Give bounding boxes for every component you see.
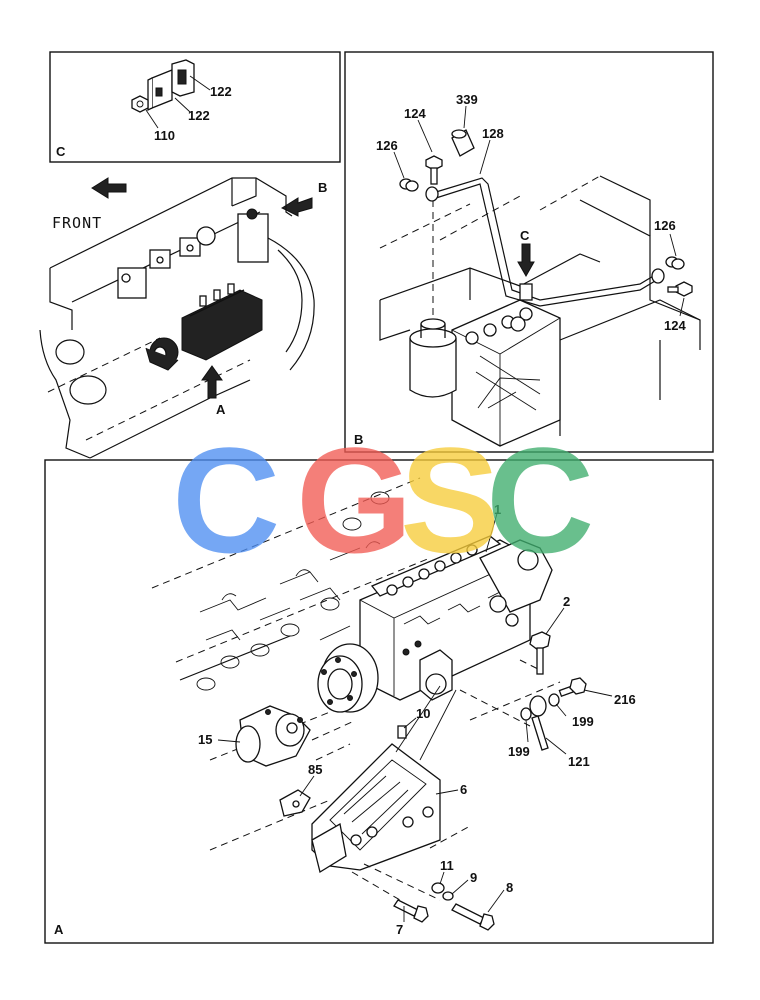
bolt-124-right: [667, 281, 693, 297]
label-8: 8: [506, 880, 513, 895]
pin-10: [397, 725, 407, 739]
label-199-right: 199: [572, 714, 594, 729]
pipe-128: [435, 177, 661, 301]
label-10: 10: [416, 706, 430, 721]
washer-126-left: [399, 178, 419, 192]
clamp-122: [147, 59, 195, 112]
front-text: FRONT: [52, 214, 102, 232]
panel-c: 122 122 110 C: [49, 51, 341, 163]
pump-body-b: [451, 299, 561, 447]
washer-199-left: [520, 707, 532, 721]
panel-c-frame: [49, 51, 341, 163]
watermark: C G S C: [172, 416, 594, 584]
label-15: 15: [198, 732, 212, 747]
watermark-letter-c1: C: [172, 416, 280, 584]
label-122-a: 122: [210, 84, 232, 99]
panel-b: C 339 124: [344, 51, 714, 453]
bolt-216: [558, 677, 587, 698]
coupling-15: [235, 705, 311, 767]
bolt-7: [393, 899, 429, 923]
bolt-2: [529, 631, 551, 675]
cam-cover: [117, 208, 269, 299]
injection-pump-small: [145, 283, 263, 371]
arrow-b-icon: [280, 197, 313, 217]
label-121: 121: [568, 754, 590, 769]
fuel-filter: [409, 318, 457, 398]
label-110: 110: [154, 128, 175, 143]
bolt-8: [451, 903, 495, 931]
plate-85: [279, 789, 311, 817]
washer-9: [442, 891, 454, 901]
label-126-left: 126: [376, 138, 398, 153]
label-126-right: 126: [654, 218, 676, 233]
label-199-left: 199: [508, 744, 530, 759]
bolt-124-top: [425, 155, 443, 185]
label-1: 1: [494, 502, 501, 517]
label-339: 339: [456, 92, 478, 107]
washer-11: [431, 882, 445, 894]
front-arrow-icon: [91, 177, 127, 199]
label-9: 9: [470, 870, 477, 885]
watermark-letter-s: S: [400, 416, 500, 584]
label-11: 11: [440, 858, 454, 873]
panel-b-letter: B: [354, 432, 363, 447]
panel-a-frame: [44, 459, 714, 944]
label-124-top: 124: [404, 106, 426, 121]
label-7: 7: [396, 922, 403, 937]
label-2: 2: [563, 594, 570, 609]
label-124-right: 124: [664, 318, 686, 333]
nut-110: [131, 95, 149, 113]
label-6: 6: [460, 782, 467, 797]
panel-c-letter: C: [56, 144, 66, 159]
panel-a: 1 2 216 199 199 121 10 15 85 6 11 9 8 7 …: [44, 459, 714, 944]
watermark-letter-c2: C: [486, 416, 594, 584]
arrow-a-icon: [201, 365, 223, 399]
panel-a-letter: A: [54, 922, 64, 937]
panel-b-frame: [344, 51, 714, 453]
label-216: 216: [614, 692, 636, 707]
injection-pump: [359, 535, 553, 701]
label-c-b: C: [520, 228, 530, 243]
arrow-a-label: A: [216, 402, 226, 417]
engine-overview: FRONT B: [39, 177, 327, 459]
clamp-c-on-pipe: [519, 283, 533, 301]
washer-199-right: [548, 693, 560, 707]
label-128: 128: [482, 126, 504, 141]
timer-hub: [317, 643, 379, 713]
washer-126-right: [665, 256, 685, 270]
banjo-121: [529, 695, 549, 751]
arrow-c-icon: [517, 243, 535, 278]
arrow-b-label: B: [318, 180, 327, 195]
label-122-b: 122: [188, 108, 210, 123]
bracket-6: [311, 743, 441, 874]
watermark-letter-g: G: [296, 416, 413, 584]
label-85: 85: [308, 762, 322, 777]
